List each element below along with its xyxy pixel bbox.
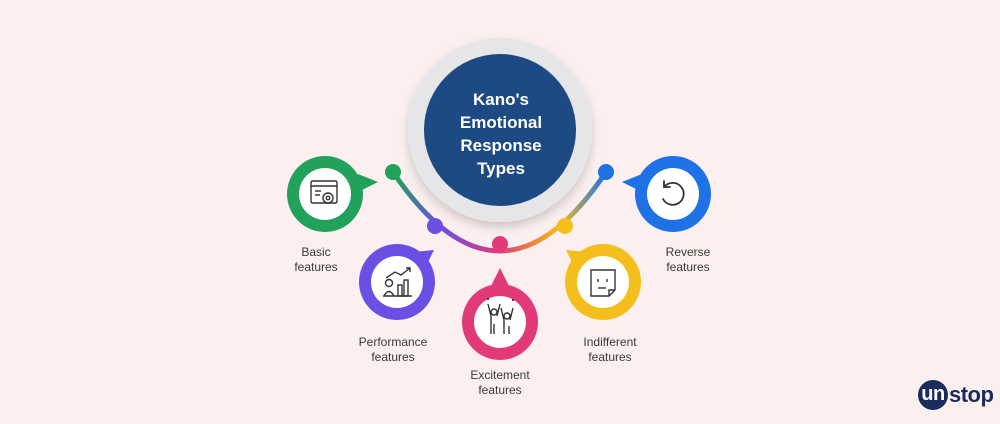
node-basic [287,156,378,232]
center-hub [408,38,592,222]
pointer-excitement [490,268,510,288]
label-reverse: Reverse features [648,245,728,275]
center-title-line-1: Kano's [473,90,529,109]
dot-performance [427,218,443,234]
label-reverse-line-2: features [666,260,710,274]
dot-indifferent [557,218,573,234]
settings-window-icon [310,180,338,204]
celebrating-people-icon [487,298,514,334]
logo-rest: stop [949,382,994,407]
center-disc [424,54,576,206]
logo-prefix: un [918,380,948,410]
center-title-line-3: Response [460,136,542,155]
neutral-face-note-icon [590,269,616,297]
node-performance [359,244,435,320]
badge-excitement-inner [474,296,526,348]
pointer-basic [358,174,378,192]
label-basic-line-1: Basic [301,245,331,259]
label-excitement-line-1: Excitement [470,368,530,382]
badge-indifferent-inner [577,256,629,308]
label-indifferent-line-1: Indifferent [583,335,637,349]
undo-arrow-icon [662,180,685,206]
dot-reverse [598,164,614,180]
node-indifferent [565,244,641,320]
dot-excitement [492,236,508,252]
badge-reverse-inner [647,168,699,220]
label-performance-line-2: features [371,350,415,364]
node-reverse [622,156,711,232]
label-indifferent: Indifferent features [560,335,660,365]
label-performance: Performance features [343,335,443,365]
label-performance-line-1: Performance [358,335,428,349]
center-title: Kano's Emotional Response Types [430,60,572,208]
label-excitement-line-2: features [478,383,522,397]
label-basic: Basic features [276,245,356,275]
center-title-line-4: Types [477,159,525,178]
dot-basic [385,164,401,180]
growth-chart-icon [383,267,412,297]
label-indifferent-line-2: features [588,350,632,364]
center-title-line-2: Emotional [459,113,543,132]
label-reverse-line-1: Reverse [665,245,711,259]
badge-performance-inner [371,256,423,308]
label-excitement: Excitement features [450,368,550,398]
node-excitement [462,268,538,360]
label-basic-line-2: features [294,260,338,274]
